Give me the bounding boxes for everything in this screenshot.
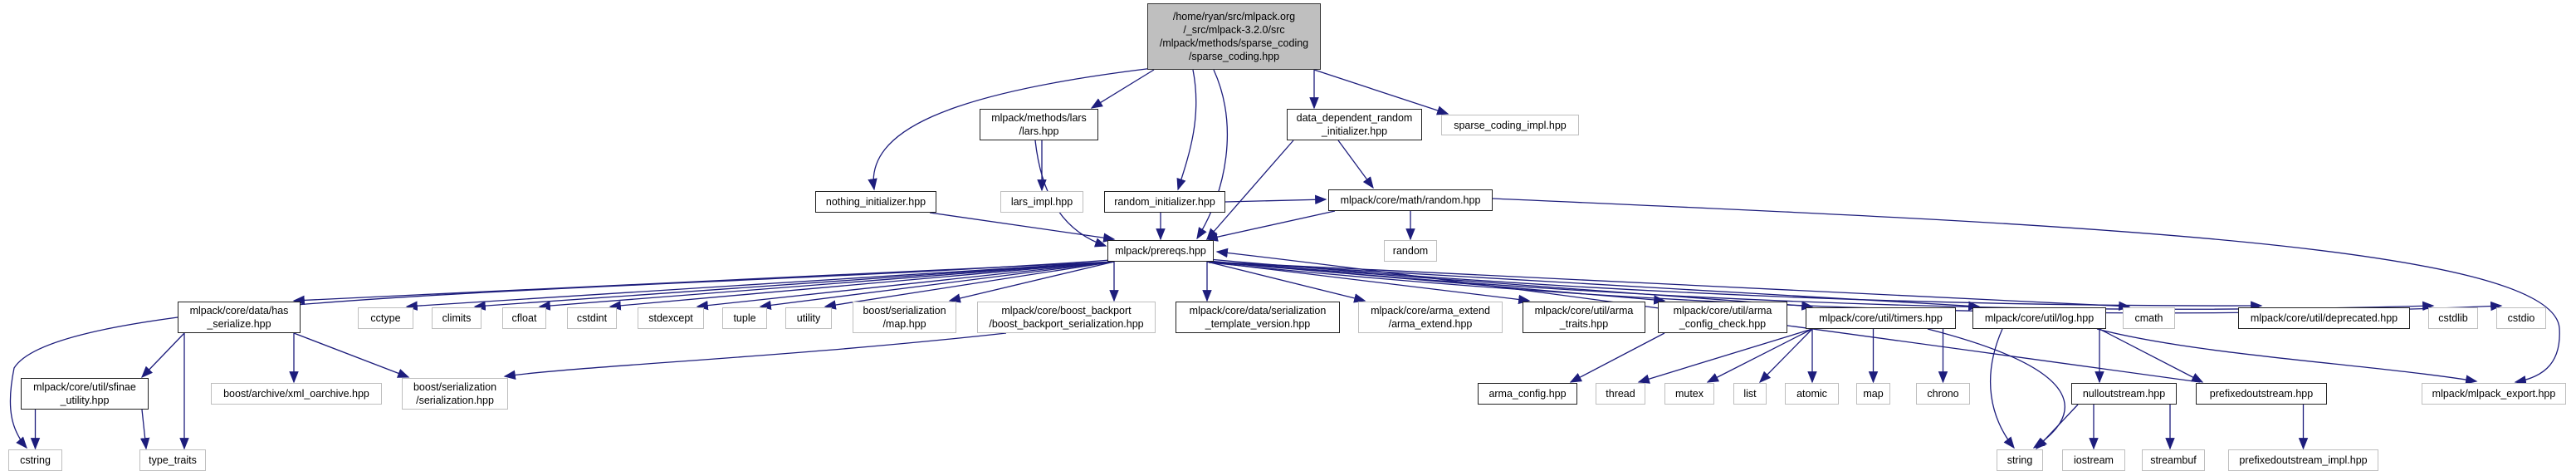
edge-nullout-to-string <box>2036 404 2079 450</box>
edge-timers-to-mutex <box>1706 328 1813 383</box>
edge-sfinae-to-typetraits <box>139 409 150 450</box>
node-utility: utility <box>785 307 832 329</box>
node-nullout[interactable]: nulloutstream.hpp <box>2071 383 2177 405</box>
node-climits: climits <box>432 307 481 329</box>
node-xmloarchive: boost/archive/xml_oarchive.hpp <box>211 383 382 405</box>
edge-hasser-to-sfinae <box>141 332 185 379</box>
node-cstdint: cstdint <box>567 307 617 329</box>
edge-log-to-export <box>2096 328 2478 385</box>
node-armaext: mlpack/core/arma_extend /arma_extend.hpp <box>1358 302 1503 333</box>
node-cfloat: cfloat <box>502 307 546 329</box>
edge-prereqs-to-timers <box>1206 261 1814 311</box>
edge-timers-to-thread <box>1637 328 1813 384</box>
node-armatraits[interactable]: mlpack/core/util/arma _traits.hpp <box>1523 302 1645 333</box>
node-scimpl: sparse_coding_impl.hpp <box>1441 115 1579 135</box>
edge-prereqs-to-deprecated <box>1208 258 2263 311</box>
node-random: random <box>1384 240 1437 262</box>
edge-mathrandom-to-prereqs <box>1205 210 1336 242</box>
node-log[interactable]: mlpack/core/util/log.hpp <box>1972 307 2106 329</box>
node-list: list <box>1733 383 1767 405</box>
edge-ddri-to-prereqs <box>1206 140 1294 241</box>
edge-main-to-randinit <box>1176 69 1197 191</box>
node-randinit[interactable]: random_initializer.hpp <box>1104 191 1225 213</box>
node-stv[interactable]: mlpack/core/data/serialization _template… <box>1176 302 1340 333</box>
edge-main-to-prereqs <box>1196 69 1228 240</box>
node-cstdio: cstdio <box>2496 307 2546 329</box>
node-bser: boost/serialization /serialization.hpp <box>402 378 508 410</box>
node-nothing[interactable]: nothing_initializer.hpp <box>815 191 936 213</box>
edge-backport-to-bser <box>503 332 1007 380</box>
edge-prereqs-to-cctype <box>405 261 1115 311</box>
node-mathrandom[interactable]: mlpack/core/math/random.hpp <box>1328 189 1493 211</box>
node-armaconfig[interactable]: arma_config.hpp <box>1478 383 1577 405</box>
node-string: string <box>1997 449 2043 471</box>
node-cctype: cctype <box>358 307 413 329</box>
edge-prereqs-to-climits <box>473 261 1115 311</box>
edge-mathrandom-to-export <box>1492 198 2560 385</box>
node-atomic: atomic <box>1785 383 1839 405</box>
node-map: map <box>1856 383 1890 405</box>
edge-randinit-to-mathrandom <box>1224 194 1327 205</box>
edge-prereqs-to-stdexcept <box>696 261 1115 311</box>
edge-log-to-string <box>1989 328 2015 449</box>
node-cmath: cmath <box>2123 307 2175 329</box>
node-prereqs[interactable]: mlpack/prereqs.hpp <box>1107 240 1214 262</box>
node-cstdlib: cstdlib <box>2428 307 2478 329</box>
node-armacheck[interactable]: mlpack/core/util/arma _config_check.hpp <box>1658 302 1787 333</box>
node-cstring: cstring <box>8 449 62 471</box>
edge-main-to-lars <box>1090 69 1155 109</box>
node-chrono: chrono <box>1916 383 1970 405</box>
edge-prereqs-to-utility <box>824 261 1115 310</box>
edge-prereqs-to-cstdint <box>609 261 1115 311</box>
node-lars[interactable]: mlpack/methods/lars /lars.hpp <box>980 109 1098 140</box>
node-timers[interactable]: mlpack/core/util/timers.hpp <box>1806 307 1956 329</box>
node-iostream: iostream <box>2062 449 2125 471</box>
node-stdexcept: stdexcept <box>638 307 704 329</box>
node-prefixout[interactable]: prefixedoutstream.hpp <box>2196 383 2327 405</box>
edge-prereqs-to-bsmap <box>948 261 1115 303</box>
edge-hasser-to-bser <box>293 332 410 378</box>
edge-main-to-nothing <box>868 67 1154 191</box>
edge-prereqs-to-cmath <box>1206 261 2131 312</box>
edge-main-to-scimpl <box>1313 69 1449 115</box>
edge-log-to-prefixout <box>2099 328 2204 383</box>
node-bsmap: boost/serialization /map.hpp <box>853 302 956 333</box>
edge-prereqs-to-armaext <box>1206 261 1366 303</box>
node-mutex: mutex <box>1664 383 1714 405</box>
node-thread: thread <box>1596 383 1645 405</box>
node-pimpl: prefixedoutstream_impl.hpp <box>2228 449 2378 471</box>
edge-ddri-to-mathrandom <box>1337 140 1374 189</box>
node-streambuf: streambuf <box>2142 449 2205 471</box>
node-larsimpl: lars_impl.hpp <box>1000 191 1083 213</box>
node-ddri[interactable]: data_dependent_random _initializer.hpp <box>1287 109 1422 140</box>
node-export: mlpack/mlpack_export.hpp <box>2422 383 2566 405</box>
node-sfinae[interactable]: mlpack/core/util/sfinae _utility.hpp <box>21 378 149 410</box>
node-main: /home/ryan/src/mlpack.org /_src/mlpack-3… <box>1147 3 1321 70</box>
node-hasser[interactable]: mlpack/core/data/has _serialize.hpp <box>178 302 301 333</box>
edge-armacheck-to-armaconfig <box>1569 332 1665 383</box>
node-tuple: tuple <box>722 307 767 329</box>
node-deprecated[interactable]: mlpack/core/util/deprecated.hpp <box>2238 307 2410 329</box>
node-typetraits: type_traits <box>139 449 206 471</box>
node-backport: mlpack/core/boost_backport /boost_backpo… <box>977 302 1156 333</box>
edge-nothing-to-prereqs <box>929 212 1116 243</box>
edge-prereqs-to-cfloat <box>538 261 1115 311</box>
edge-timers-to-list <box>1758 328 1813 384</box>
edge-prereqs-to-tuple <box>759 261 1115 311</box>
